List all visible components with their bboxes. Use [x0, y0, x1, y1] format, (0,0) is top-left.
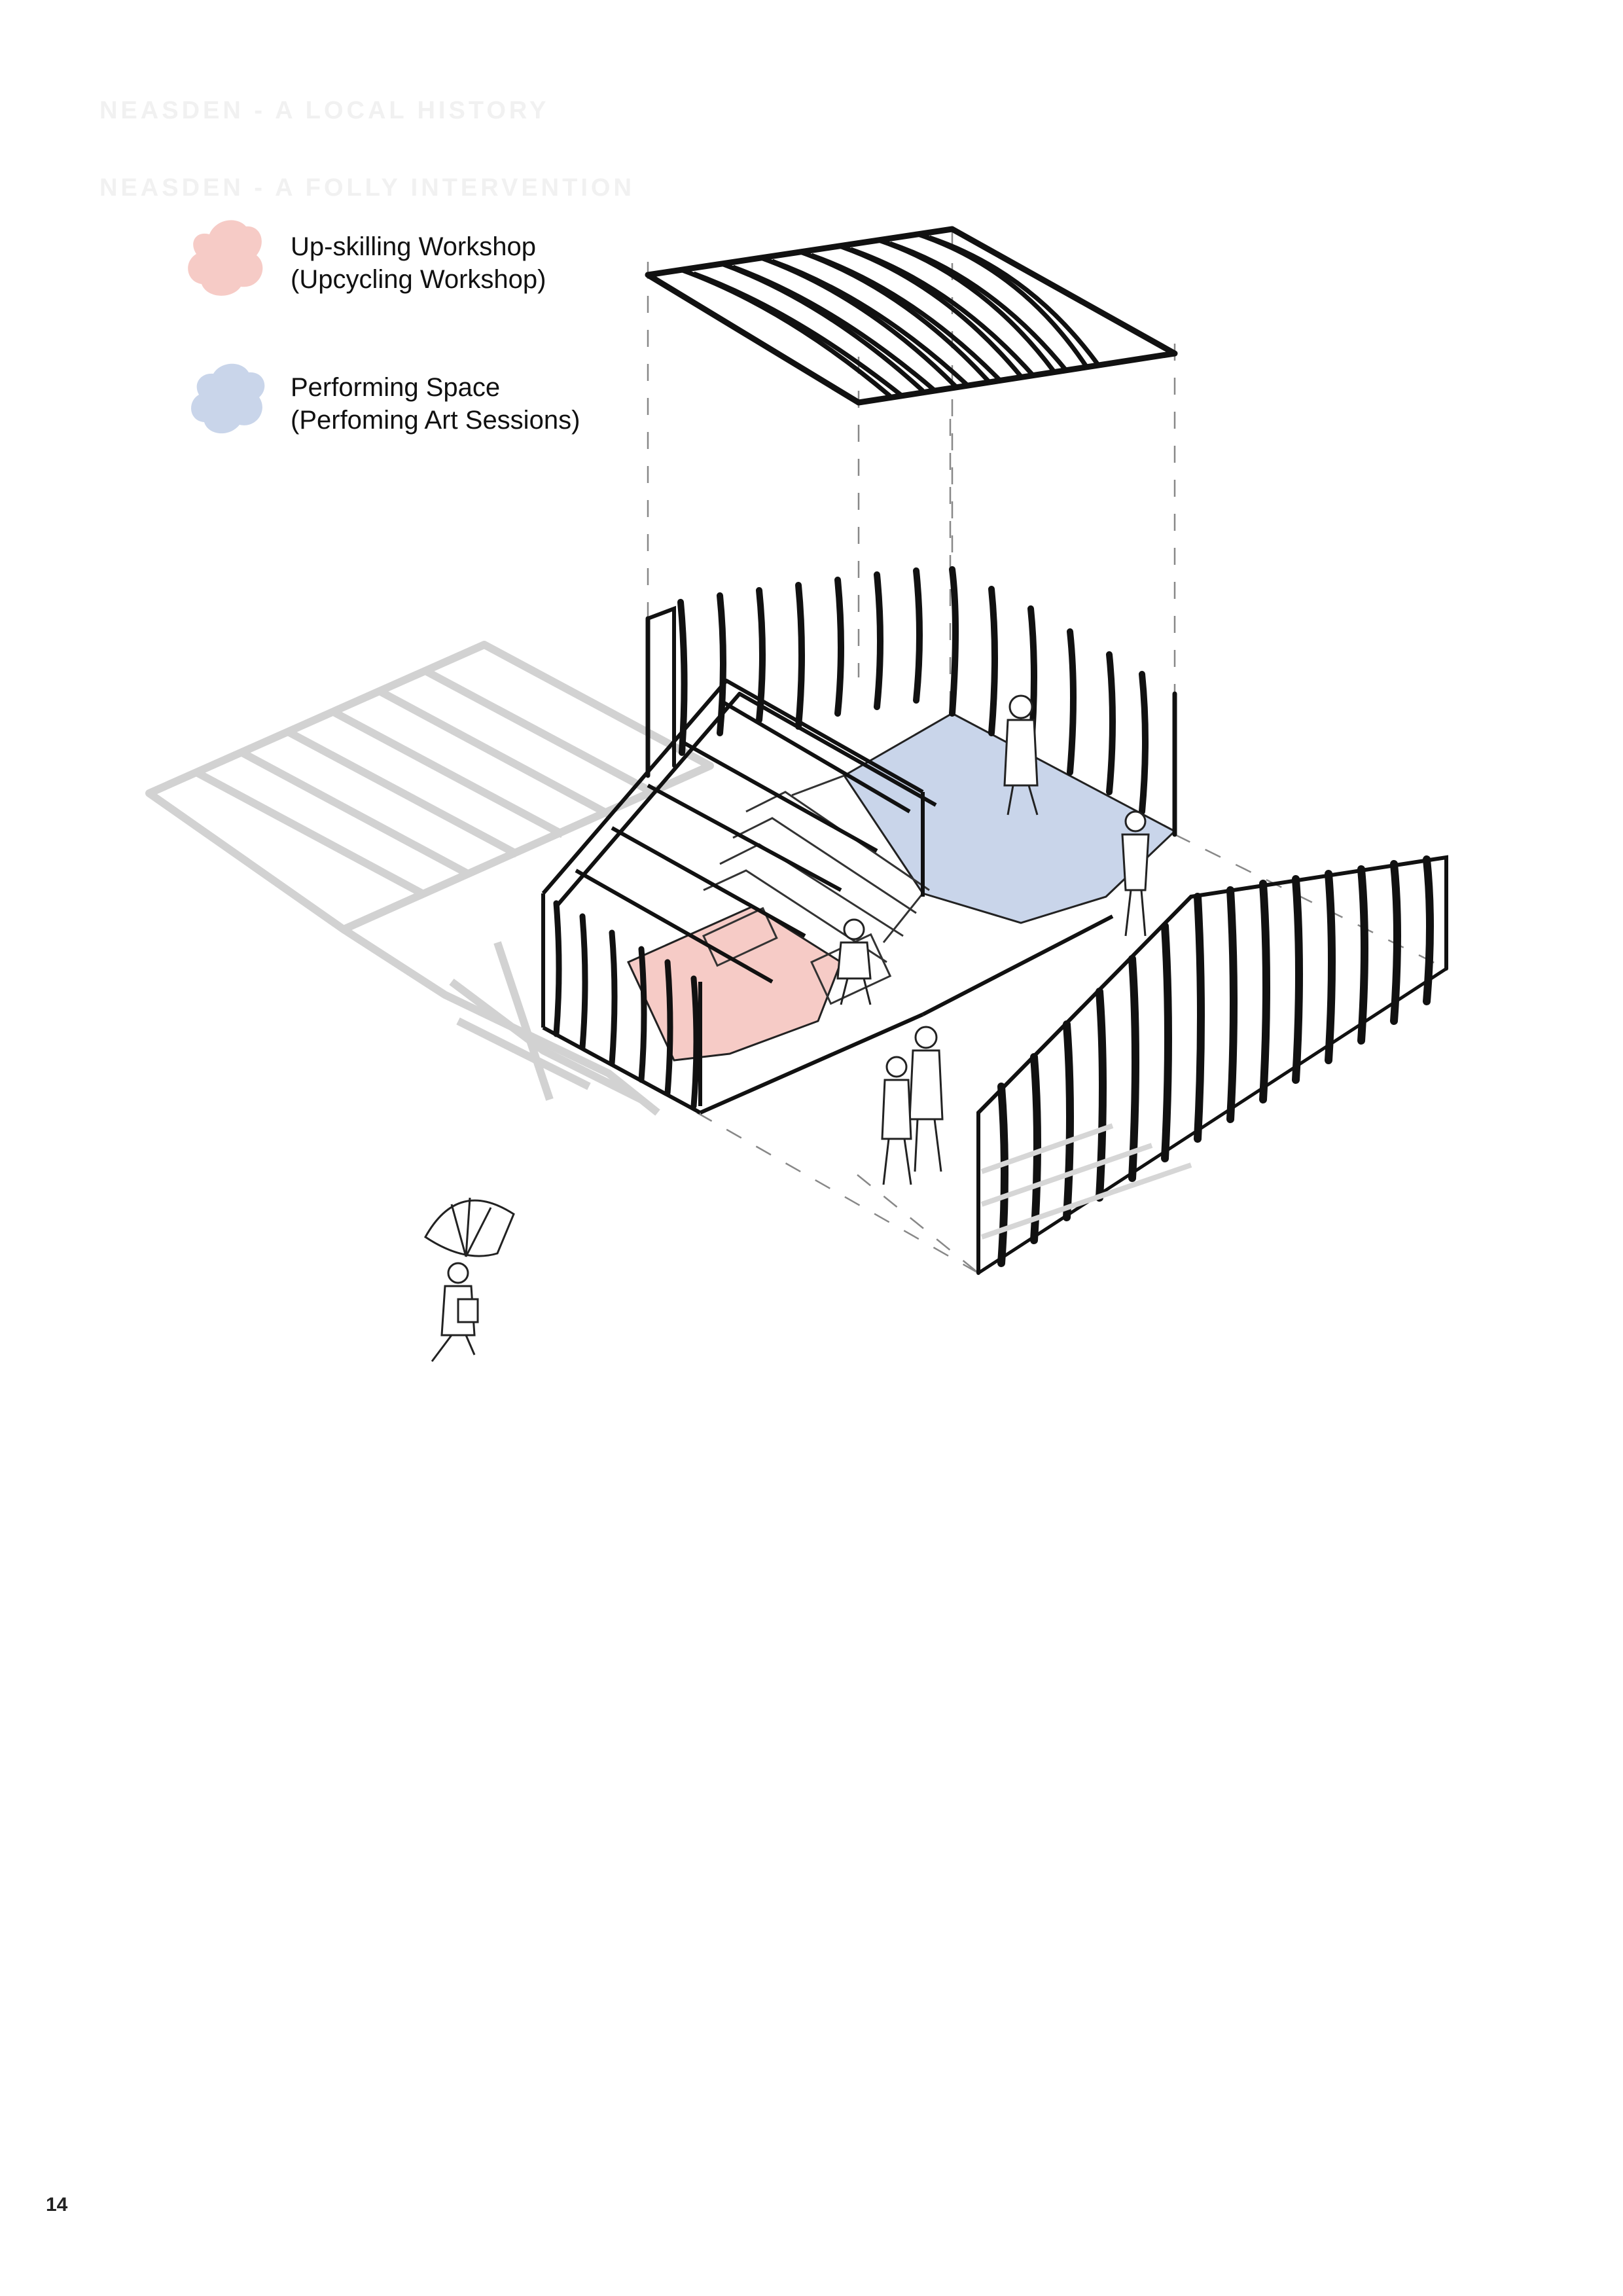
right-wall-shadow [980, 1123, 1192, 1240]
legend-label-performing-line1: Performing Space [291, 373, 501, 402]
back-wall-slats [645, 566, 1177, 837]
pergola-frame [541, 679, 1114, 1115]
standing-figure-icon [1121, 810, 1150, 937]
legend-swatch-performing-icon [191, 363, 265, 434]
legend-label-workshop: Up-skilling Workshop (Upcycling Workshop… [291, 230, 546, 296]
umbrella-pedestrian-icon [424, 1197, 515, 1362]
legend-swatch-workshop-icon [188, 220, 263, 296]
legend-label-performing-line2: (Perfoming Art Sessions) [291, 406, 580, 435]
standing-figure-icon [1003, 694, 1039, 816]
legend-label-workshop-line1: Up-skilling Workshop [291, 232, 536, 261]
floating-roof [645, 226, 1178, 406]
heading-folly-intervention: NEASDEN - A FOLLY INTERVENTION [99, 174, 635, 202]
legend-label-workshop-line2: (Upcycling Workshop) [291, 265, 546, 294]
ground-dashed-lines [647, 229, 1447, 1274]
workshop-floor [626, 905, 842, 1062]
ghost-shadow-layer [145, 641, 714, 1116]
heading-local-history: NEASDEN - A LOCAL HISTORY [99, 97, 550, 124]
walking-figure-icon [881, 1026, 944, 1185]
legend-label-performing: Performing Space (Perfoming Art Sessions… [291, 371, 580, 437]
right-slatted-wall [976, 855, 1448, 1275]
seated-figure-icon [836, 918, 872, 1005]
pergola-front-slats [553, 900, 700, 1109]
page-number: 14 [46, 2194, 68, 2215]
